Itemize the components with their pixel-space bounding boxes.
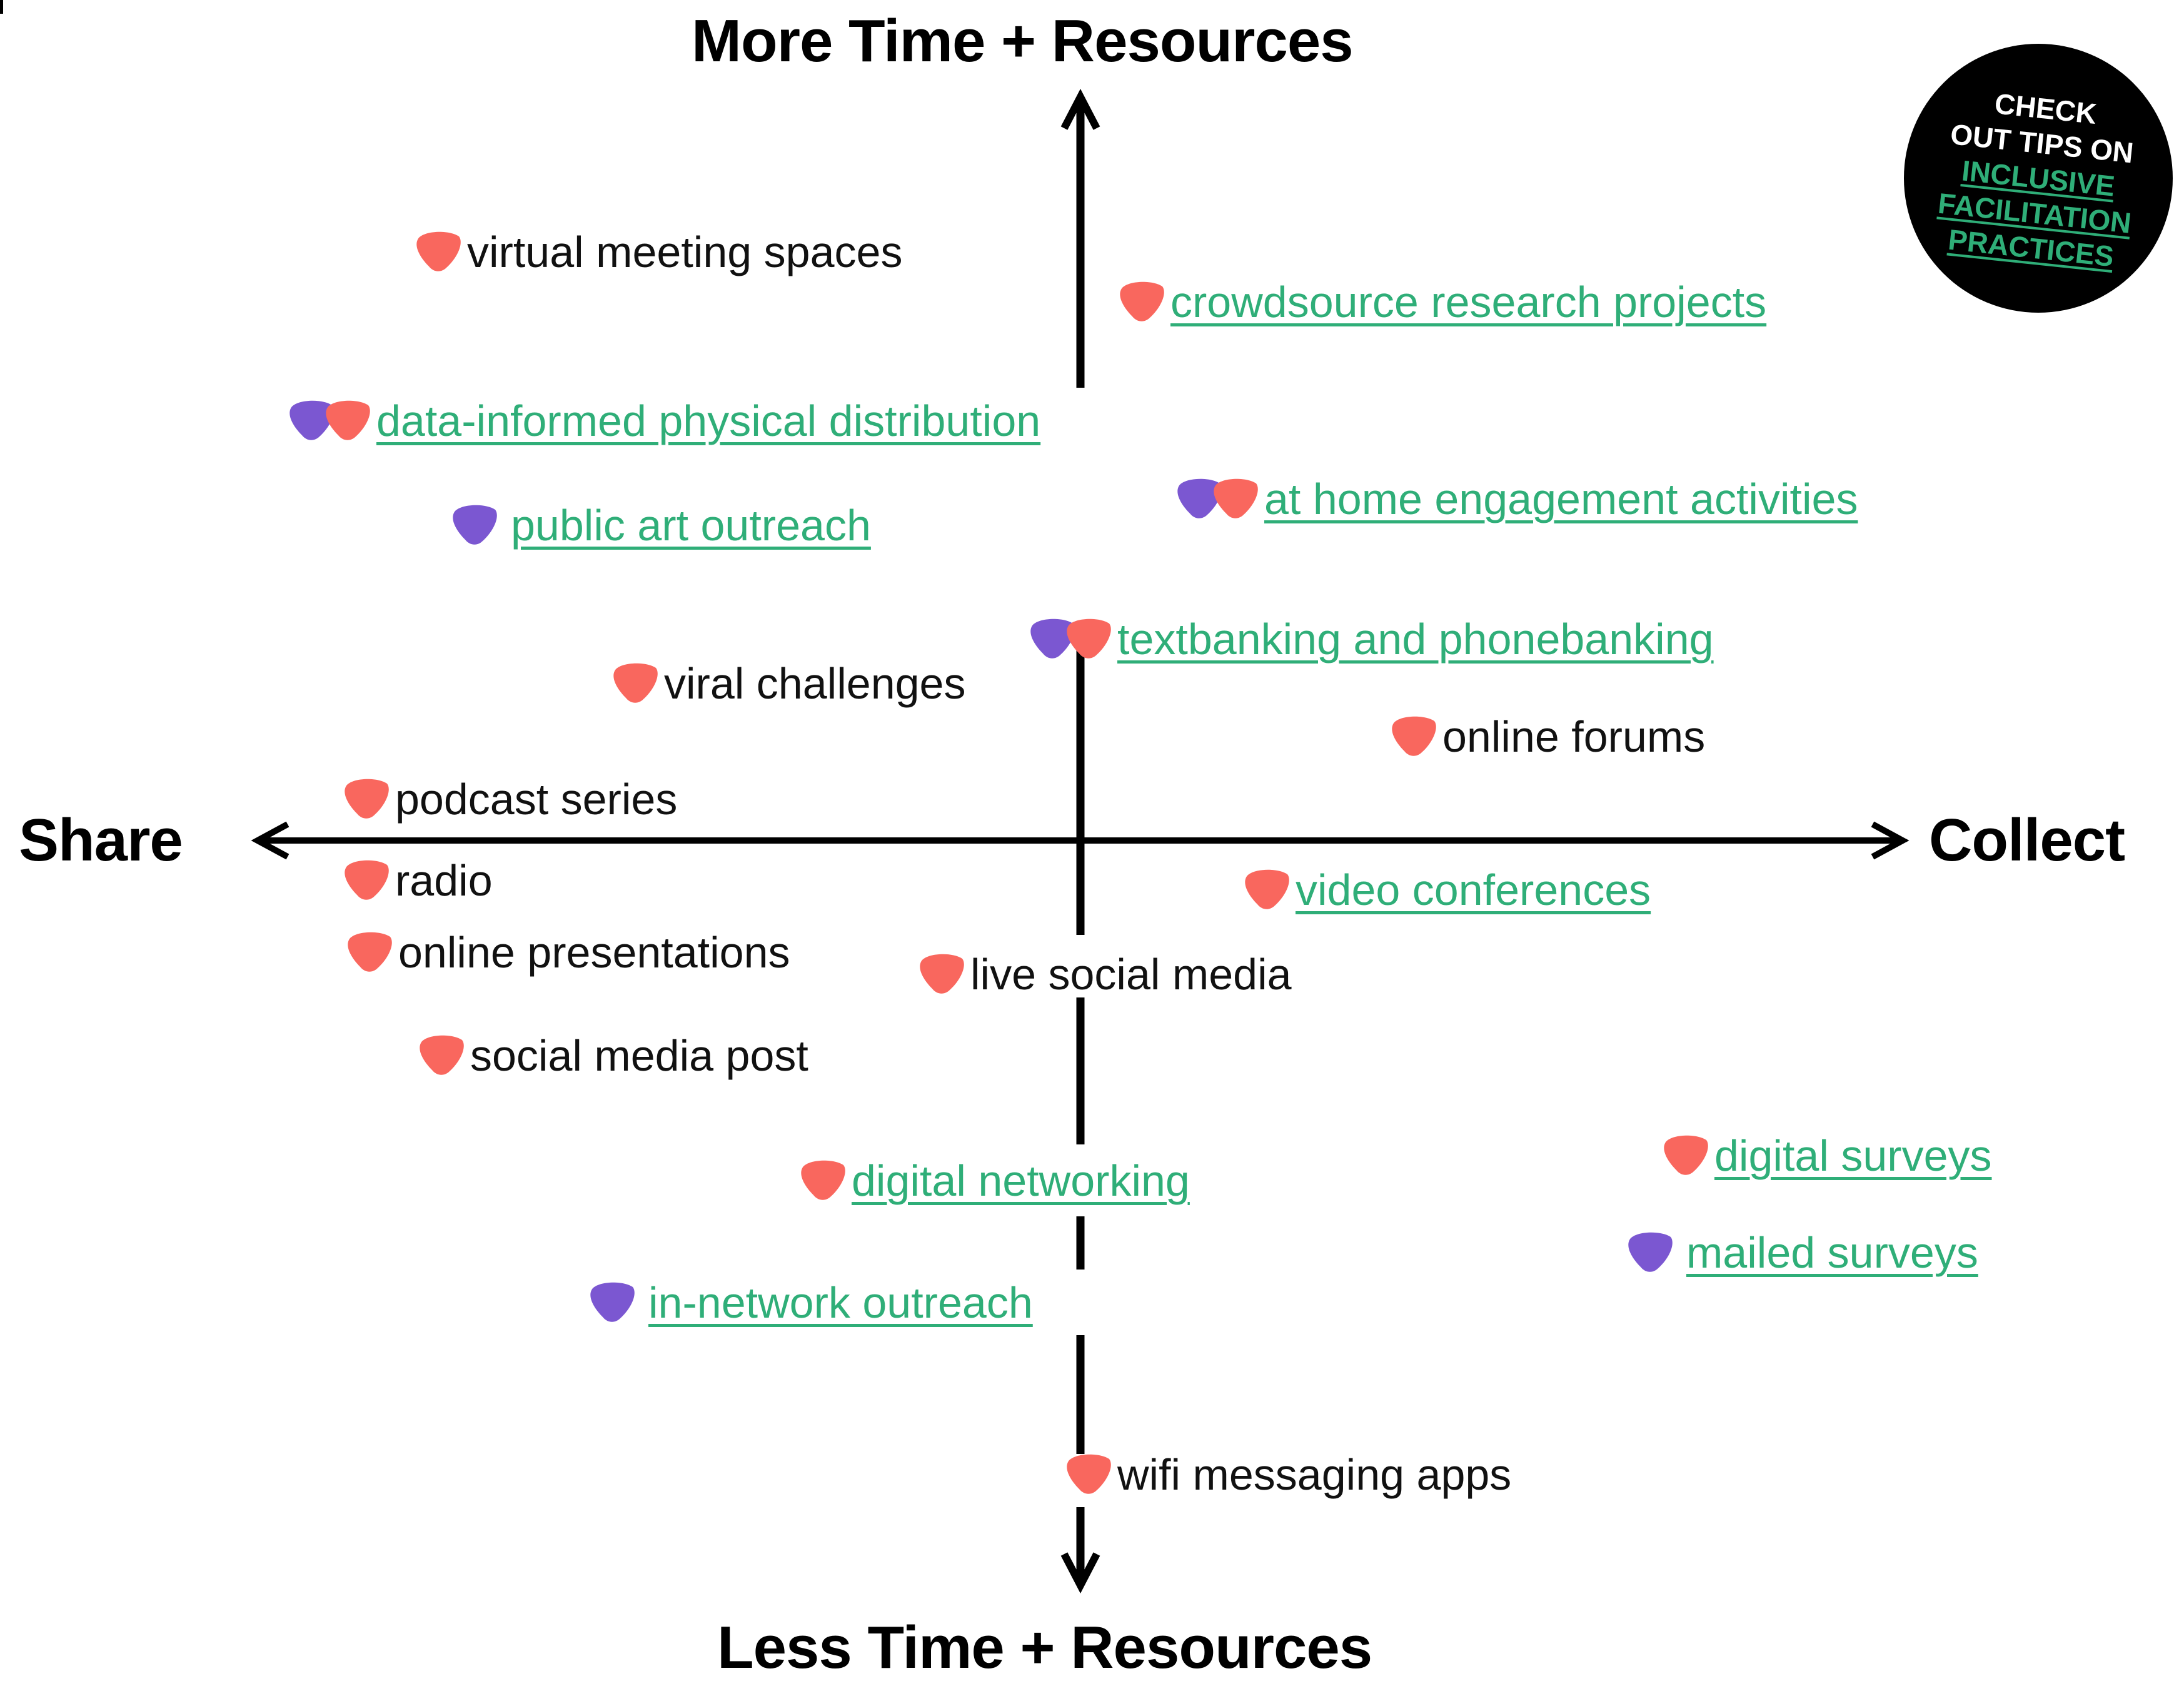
red-marker-icon xyxy=(1214,478,1258,518)
marker-group xyxy=(289,396,375,446)
method-item: social media post xyxy=(410,1031,808,1081)
method-item: podcast series xyxy=(335,774,677,824)
red-marker-icon xyxy=(420,1035,464,1075)
purple-marker-icon xyxy=(590,1282,635,1322)
purple-marker-icon xyxy=(453,505,497,545)
method-item: viral challenges xyxy=(603,659,965,709)
method-link[interactable]: at home engagement activities xyxy=(1264,475,1858,523)
marker-group xyxy=(1110,277,1169,327)
red-marker-icon xyxy=(1067,1454,1111,1494)
axis-title-bottom: Less Time + Resources xyxy=(717,1614,1372,1681)
marker-group xyxy=(1626,1228,1685,1278)
method-item[interactable]: mailed surveys xyxy=(1626,1228,1978,1278)
method-label: viral challenges xyxy=(664,659,966,708)
red-marker-icon xyxy=(1067,618,1111,659)
method-label: radio xyxy=(395,856,493,905)
red-marker-icon xyxy=(1120,281,1164,321)
method-item[interactable]: digital surveys xyxy=(1654,1131,1992,1181)
method-item: wifi messaging apps xyxy=(1057,1450,1511,1500)
marker-group xyxy=(910,949,969,999)
method-label: social media post xyxy=(470,1031,808,1080)
marker-group xyxy=(338,927,397,977)
method-link[interactable]: mailed surveys xyxy=(1686,1228,1978,1277)
method-item: virtual meeting spaces xyxy=(406,227,902,277)
marker-group xyxy=(1382,712,1441,762)
red-marker-icon xyxy=(1664,1135,1708,1175)
method-label: virtual meeting spaces xyxy=(467,228,903,276)
method-link[interactable]: digital networking xyxy=(852,1156,1190,1205)
method-item[interactable]: video conferences xyxy=(1235,865,1651,915)
method-link[interactable]: data-informed physical distribution xyxy=(376,396,1041,445)
axis-title-top: More Time + Resources xyxy=(692,8,1354,74)
arrow-down-head xyxy=(1060,1552,1100,1594)
marker-group xyxy=(1654,1131,1713,1181)
marker-group xyxy=(1177,474,1263,524)
red-marker-icon xyxy=(613,663,658,703)
method-item[interactable]: at home engagement activities xyxy=(1177,474,1858,524)
method-label: online forums xyxy=(1442,712,1706,761)
method-link[interactable]: public art outreach xyxy=(511,501,871,550)
red-marker-icon xyxy=(345,779,389,819)
marker-group xyxy=(450,500,510,550)
axis-title-right: Collect xyxy=(1929,807,2125,874)
method-item: live social media xyxy=(910,949,1292,999)
red-marker-icon xyxy=(348,932,392,972)
method-item[interactable]: crowdsource research projects xyxy=(1110,277,1766,327)
method-item[interactable]: textbanking and phonebanking xyxy=(1030,614,1714,664)
method-label: wifi messaging apps xyxy=(1117,1450,1512,1499)
marker-group xyxy=(1030,614,1116,664)
method-link[interactable]: in-network outreach xyxy=(648,1278,1033,1327)
method-item[interactable]: data-informed physical distribution xyxy=(289,396,1041,446)
marker-group xyxy=(1235,865,1294,915)
purple-marker-icon xyxy=(1030,618,1075,659)
method-item: online forums xyxy=(1382,712,1705,762)
method-item: online presentations xyxy=(338,927,790,977)
red-marker-icon xyxy=(801,1160,845,1200)
purple-marker-icon xyxy=(1177,478,1222,518)
method-label: live social media xyxy=(970,950,1292,999)
arrow-right-head xyxy=(1871,821,1910,860)
red-marker-icon xyxy=(1245,869,1289,909)
red-marker-icon xyxy=(920,954,964,994)
marker-group xyxy=(335,856,394,906)
marker-group xyxy=(410,1031,469,1081)
method-link[interactable]: video conferences xyxy=(1296,866,1651,914)
arrow-up-head xyxy=(1060,88,1100,130)
method-label: online presentations xyxy=(398,928,790,977)
method-item: radio xyxy=(335,856,493,906)
red-marker-icon xyxy=(1392,716,1436,756)
marker-group xyxy=(335,774,394,824)
method-label: podcast series xyxy=(395,775,678,824)
method-link[interactable]: textbanking and phonebanking xyxy=(1117,615,1714,664)
facilitation-tips-badge[interactable]: CHECK OUT TIPS ON INCLUSIVE FACILITATION… xyxy=(1904,44,2173,313)
marker-group xyxy=(603,659,663,709)
marker-group xyxy=(791,1156,850,1206)
marker-group xyxy=(406,227,466,277)
method-link[interactable]: digital surveys xyxy=(1714,1131,1992,1180)
method-link[interactable]: crowdsource research projects xyxy=(1170,278,1767,326)
purple-marker-icon xyxy=(1628,1232,1673,1272)
red-marker-icon xyxy=(416,231,461,271)
red-marker-icon xyxy=(345,860,389,900)
corner-mark xyxy=(0,0,3,14)
method-item[interactable]: in-network outreach xyxy=(588,1278,1033,1328)
axis-title-left: Share xyxy=(19,807,183,874)
arrow-left-head xyxy=(251,821,289,860)
marker-group xyxy=(1057,1450,1116,1500)
red-marker-icon xyxy=(326,400,370,440)
marker-group xyxy=(588,1278,647,1328)
purple-marker-icon xyxy=(289,400,334,440)
method-item[interactable]: public art outreach xyxy=(450,500,871,550)
method-item[interactable]: digital networking xyxy=(791,1156,1190,1206)
